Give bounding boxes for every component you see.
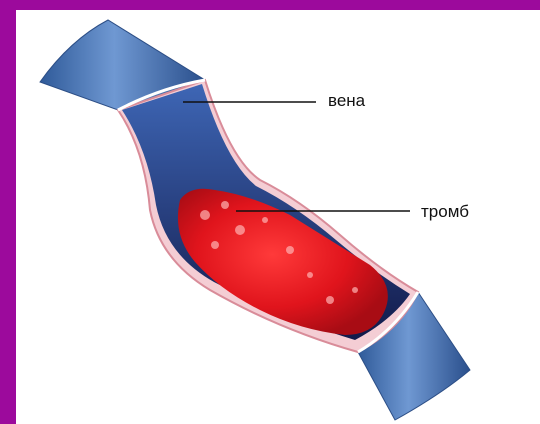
- vein-label: вена: [328, 92, 365, 109]
- thrombus-label: тромб: [421, 203, 469, 220]
